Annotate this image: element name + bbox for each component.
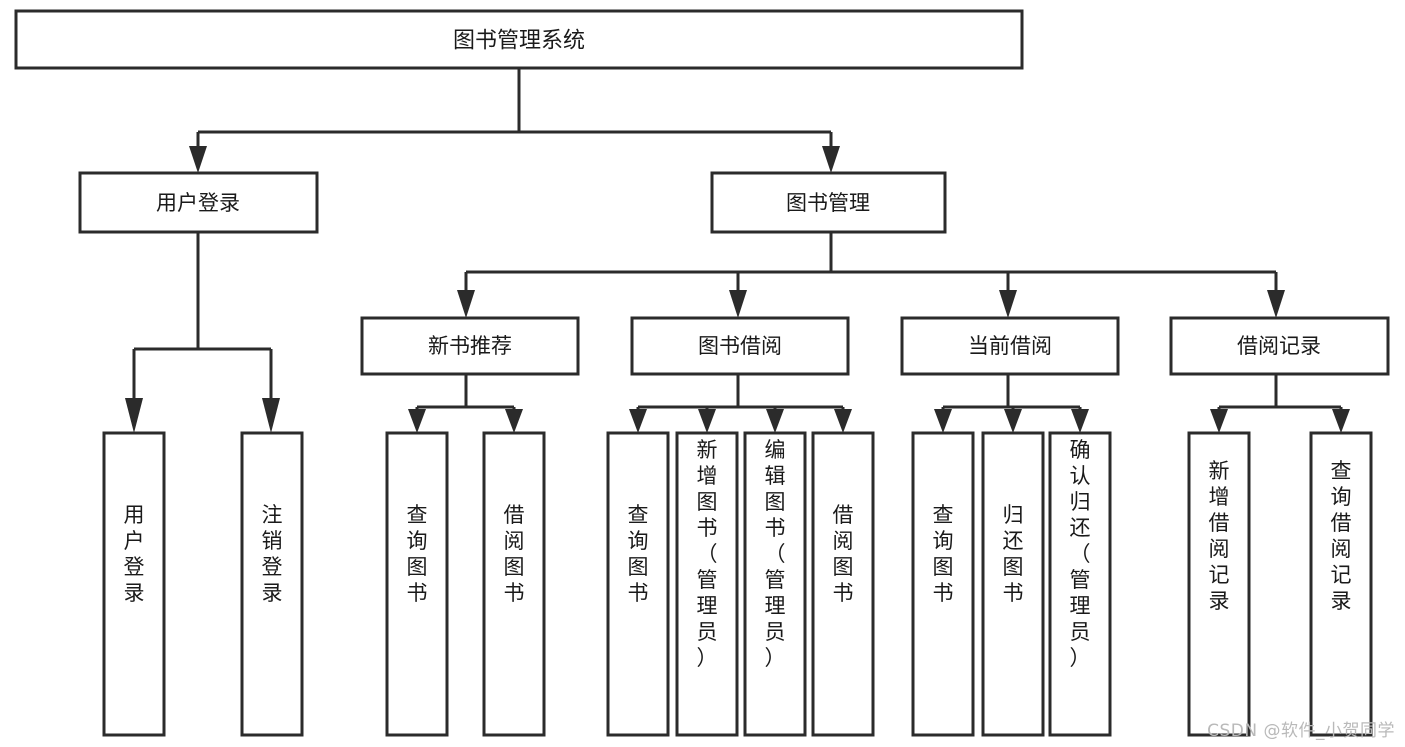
arrow-head-leaf-edit-book-admin bbox=[766, 409, 784, 433]
node-leaf-query-books-1[interactable]: 查询图书 bbox=[385, 431, 449, 737]
node-leaf-user-login[interactable]: 用户登录 bbox=[102, 431, 166, 737]
node-current-borrowing[interactable]: 当前借阅 bbox=[900, 316, 1120, 376]
root-label: 图书管理系统 bbox=[453, 29, 585, 54]
leaf-return-books-label: 归还图书 bbox=[1003, 503, 1024, 605]
leaf-confirm-return-admin-label: 确认归还（管理员） bbox=[1070, 438, 1091, 670]
leaf-borrow-books-1-label: 借阅图书 bbox=[504, 503, 525, 605]
arrow-head-leaf-query-books-3 bbox=[934, 409, 952, 433]
csdn-watermark: CSDN @软件_小贺同学 bbox=[1207, 721, 1395, 741]
arrow-head-leaf-confirm-return-admin bbox=[1071, 409, 1089, 433]
leaf-query-books-1-box[interactable] bbox=[385, 431, 449, 737]
current-borrowing-label: 当前借阅 bbox=[968, 334, 1052, 358]
node-leaf-add-borrow-record[interactable]: 新增借阅记录 bbox=[1187, 431, 1251, 737]
leaf-query-books-3-label: 查询图书 bbox=[933, 503, 954, 605]
leaf-user-login-label: 用户登录 bbox=[124, 503, 145, 605]
current-borrowing-box[interactable] bbox=[900, 316, 1120, 376]
leaf-edit-book-admin-label: 编辑图书（管理员） bbox=[765, 438, 786, 670]
arrow-head-leaf-query-books-1 bbox=[408, 409, 426, 433]
leaf-query-borrow-record-label: 查询借阅记录 bbox=[1331, 459, 1352, 613]
leaf-user-login-box[interactable] bbox=[102, 431, 166, 737]
leaf-logout-label: 注销登录 bbox=[262, 503, 283, 605]
root-box[interactable] bbox=[14, 9, 1024, 70]
arrow-head-leaf-add-book-admin bbox=[698, 409, 716, 433]
node-root-library-management-system[interactable]: 图书管理系统 bbox=[14, 9, 1024, 70]
leaf-return-books-box[interactable] bbox=[981, 431, 1045, 737]
leaf-query-books-2-label: 查询图书 bbox=[628, 503, 649, 605]
new-book-recommendation-label: 新书推荐 bbox=[428, 334, 512, 358]
node-leaf-query-books-2[interactable]: 查询图书 bbox=[606, 431, 670, 737]
arrow-head-book-borrowing bbox=[729, 290, 747, 318]
node-book-management[interactable]: 图书管理 bbox=[710, 171, 947, 234]
node-borrow-records[interactable]: 借阅记录 bbox=[1169, 316, 1390, 376]
node-leaf-confirm-return-admin[interactable]: 确认归还（管理员） bbox=[1048, 431, 1112, 737]
arrow-head-leaf-query-books-2 bbox=[629, 409, 647, 433]
connector-layer bbox=[125, 68, 1350, 433]
leaf-add-borrow-record-label: 新增借阅记录 bbox=[1209, 459, 1230, 613]
book-borrowing-box[interactable] bbox=[630, 316, 850, 376]
leaf-query-books-3-box[interactable] bbox=[911, 431, 975, 737]
arrow-head-leaf-add-borrow-record bbox=[1210, 409, 1228, 433]
arrow-head-leaf-query-borrow-record bbox=[1332, 409, 1350, 433]
user-login-box[interactable] bbox=[78, 171, 319, 234]
leaf-add-book-admin-label: 新增图书（管理员） bbox=[697, 438, 718, 670]
node-leaf-borrow-books-2[interactable]: 借阅图书 bbox=[811, 431, 875, 737]
arrow-head-book-management bbox=[822, 146, 840, 173]
leaf-add-borrow-record-box[interactable] bbox=[1187, 431, 1251, 737]
node-leaf-query-borrow-record[interactable]: 查询借阅记录 bbox=[1309, 431, 1373, 737]
arrow-head-leaf-logout bbox=[262, 398, 280, 433]
arrow-head-leaf-return-books bbox=[1004, 409, 1022, 433]
leaf-confirm-return-admin-box[interactable] bbox=[1048, 431, 1112, 737]
node-leaf-edit-book-admin[interactable]: 编辑图书（管理员） bbox=[743, 431, 807, 737]
node-user-login[interactable]: 用户登录 bbox=[78, 171, 319, 234]
node-new-book-recommendation[interactable]: 新书推荐 bbox=[360, 316, 580, 376]
book-management-box[interactable] bbox=[710, 171, 947, 234]
book-management-label: 图书管理 bbox=[786, 191, 870, 215]
arrow-head-new-book-recommendation bbox=[457, 290, 475, 318]
arrow-head-borrow-records bbox=[1267, 290, 1285, 318]
leaf-query-books-1-label: 查询图书 bbox=[407, 503, 428, 605]
arrow-head-leaf-user-login bbox=[125, 398, 143, 433]
book-borrowing-label: 图书借阅 bbox=[698, 334, 782, 358]
leaf-add-book-admin-box[interactable] bbox=[675, 431, 739, 737]
borrow-records-box[interactable] bbox=[1169, 316, 1390, 376]
node-leaf-borrow-books-1[interactable]: 借阅图书 bbox=[482, 431, 546, 737]
node-leaf-add-book-admin[interactable]: 新增图书（管理员） bbox=[675, 431, 739, 737]
node-leaf-return-books[interactable]: 归还图书 bbox=[981, 431, 1045, 737]
leaf-logout-box[interactable] bbox=[240, 431, 304, 737]
node-leaf-logout[interactable]: 注销登录 bbox=[240, 431, 304, 737]
leaf-edit-book-admin-box[interactable] bbox=[743, 431, 807, 737]
new-book-recommendation-box[interactable] bbox=[360, 316, 580, 376]
leaf-borrow-books-2-label: 借阅图书 bbox=[833, 503, 854, 605]
leaf-borrow-books-2-box[interactable] bbox=[811, 431, 875, 737]
arrow-head-current-borrowing bbox=[999, 290, 1017, 318]
leaf-query-borrow-record-box[interactable] bbox=[1309, 431, 1373, 737]
node-book-borrowing[interactable]: 图书借阅 bbox=[630, 316, 850, 376]
arrow-head-leaf-borrow-books-2 bbox=[834, 409, 852, 433]
leaf-borrow-books-1-box[interactable] bbox=[482, 431, 546, 737]
node-leaf-query-books-3[interactable]: 查询图书 bbox=[911, 431, 975, 737]
arrow-head-user-login bbox=[189, 146, 207, 173]
arrow-head-leaf-borrow-books-1 bbox=[505, 409, 523, 433]
user-login-label: 用户登录 bbox=[156, 191, 240, 215]
borrow-records-label: 借阅记录 bbox=[1237, 334, 1321, 358]
leaf-query-books-2-box[interactable] bbox=[606, 431, 670, 737]
